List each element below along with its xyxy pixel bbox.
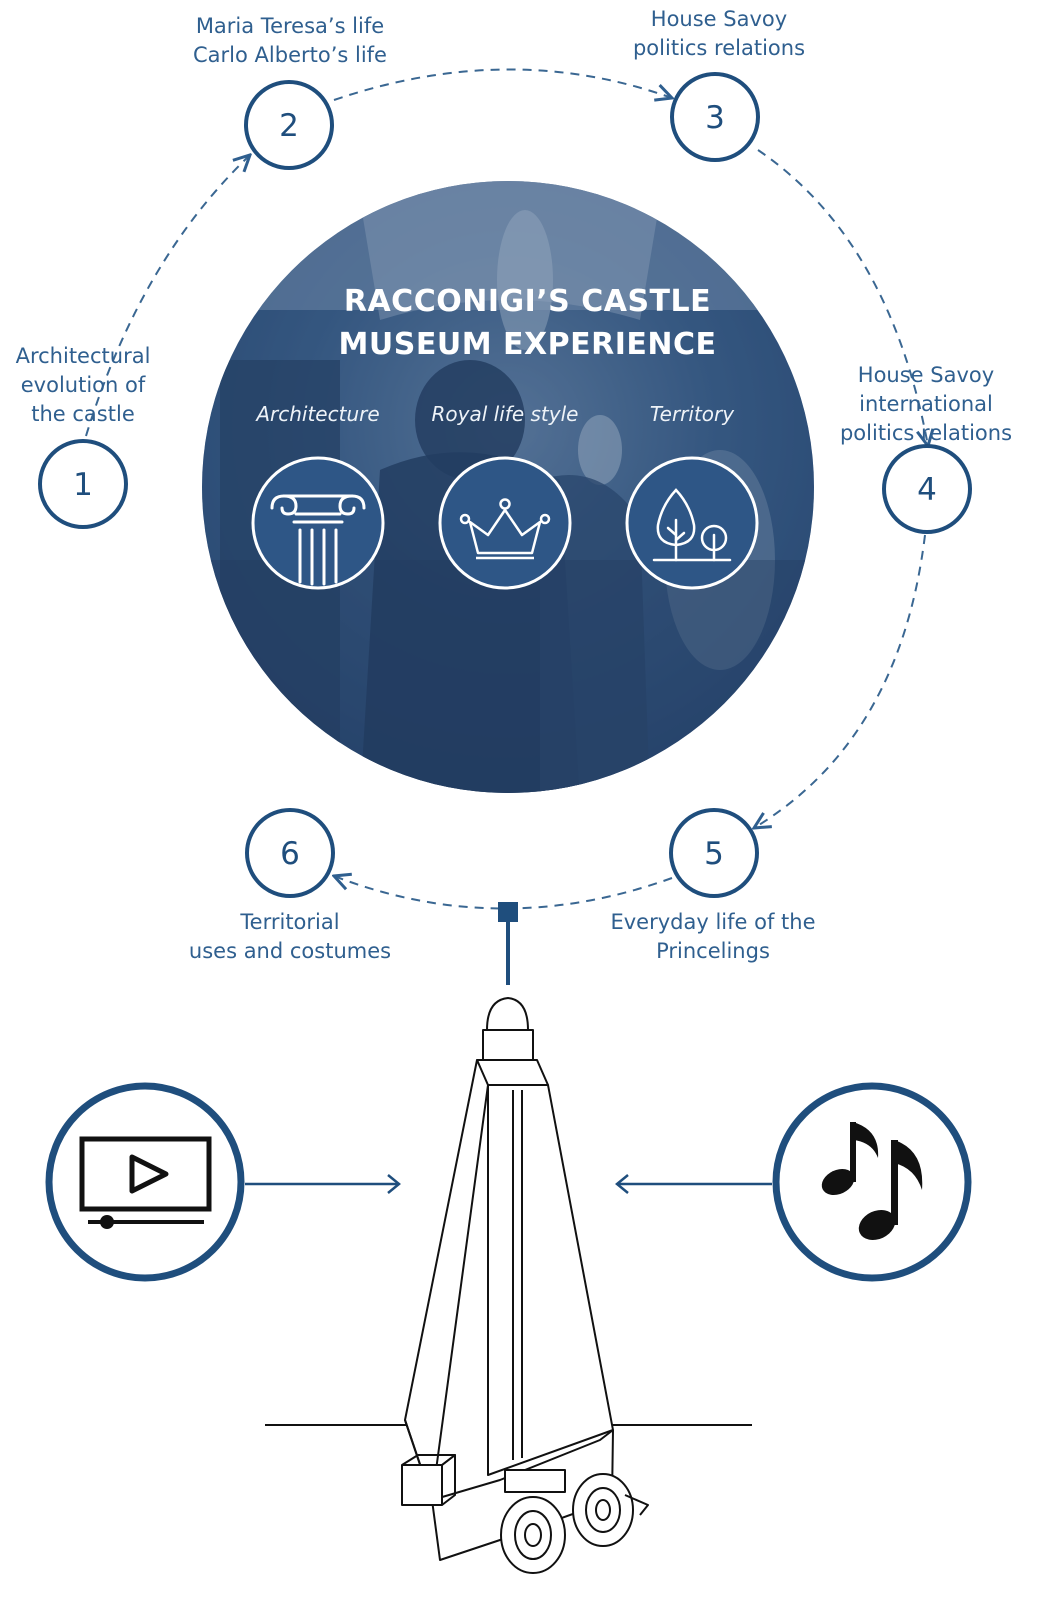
cycle-connectors	[85, 68, 928, 910]
step-circle-1	[38, 439, 128, 529]
step-label-1-line-2: evolution of	[20, 373, 146, 397]
step-label-2-line-1: Maria Teresa’s life	[195, 14, 385, 38]
step-label-4-line-1: House Savoy	[857, 363, 995, 387]
connector-2-3	[333, 68, 672, 100]
trees-icon	[625, 456, 759, 590]
step-number-5: 5	[704, 836, 724, 872]
step-label-5-line-1: Everyday life of the	[610, 910, 816, 934]
step-label-6-line-1: Territorial	[240, 910, 340, 934]
step-number-1: 1	[73, 467, 93, 503]
step-circle-3	[670, 72, 760, 162]
video-player-icon	[45, 1082, 245, 1282]
audio-arrow	[615, 1174, 772, 1194]
theme-label-territory: Territory	[649, 402, 735, 426]
connector-3-4	[757, 149, 928, 446]
obelisk-robot-icon	[265, 997, 752, 1574]
step-label-4-line-3: politics relations	[839, 421, 1013, 445]
center-title-line-1: RACCONIGI’S CASTLE	[343, 284, 712, 319]
video-arrow	[245, 1174, 401, 1194]
device-link	[498, 902, 518, 985]
step-number-6: 6	[280, 836, 300, 872]
step-label-5-line-2: Princelings	[656, 939, 770, 963]
center-title: RACCONIGI’S CASTLE MUSEUM EXPERIENCE	[300, 280, 755, 366]
step-circle-4	[882, 444, 972, 534]
theme-label-royal-life-style: Royal life style	[431, 402, 579, 426]
theme-label-architecture: Architecture	[256, 402, 380, 426]
step-label-1-line-1: Architectural	[15, 344, 151, 368]
crown-icon	[438, 456, 572, 590]
connector-1-2	[85, 155, 250, 437]
music-notes-icon	[772, 1082, 972, 1282]
ionic-column-icon	[251, 456, 385, 590]
step-label-1-line-3: the castle	[31, 402, 135, 426]
step-label-2: Maria Teresa’s life Carlo Alberto’s life	[170, 12, 410, 70]
step-label-3-line-2: politics relations	[632, 36, 806, 60]
connector-4-5	[754, 534, 926, 828]
step-label-5: Everyday life of the Princelings	[590, 908, 836, 966]
step-circles	[38, 72, 972, 898]
step-label-2-line-2: Carlo Alberto’s life	[193, 43, 387, 67]
step-label-3: House Savoy politics relations	[605, 5, 833, 63]
step-label-3-line-1: House Savoy	[650, 7, 788, 31]
step-label-6: Territorial uses and costumes	[170, 908, 410, 966]
center-title-line-2: MUSEUM EXPERIENCE	[338, 327, 717, 362]
step-number-3: 3	[705, 100, 725, 136]
step-circle-5	[669, 808, 759, 898]
step-label-4-line-2: international	[859, 392, 993, 416]
step-circle-6	[245, 808, 335, 898]
step-number-2: 2	[279, 108, 299, 144]
step-circle-2	[244, 80, 334, 170]
step-label-4: House Savoy international politics relat…	[820, 361, 1032, 448]
step-label-6-line-2: uses and costumes	[188, 939, 392, 963]
step-number-4: 4	[917, 472, 937, 508]
step-label-1: Architectural evolution of the castle	[0, 342, 166, 429]
